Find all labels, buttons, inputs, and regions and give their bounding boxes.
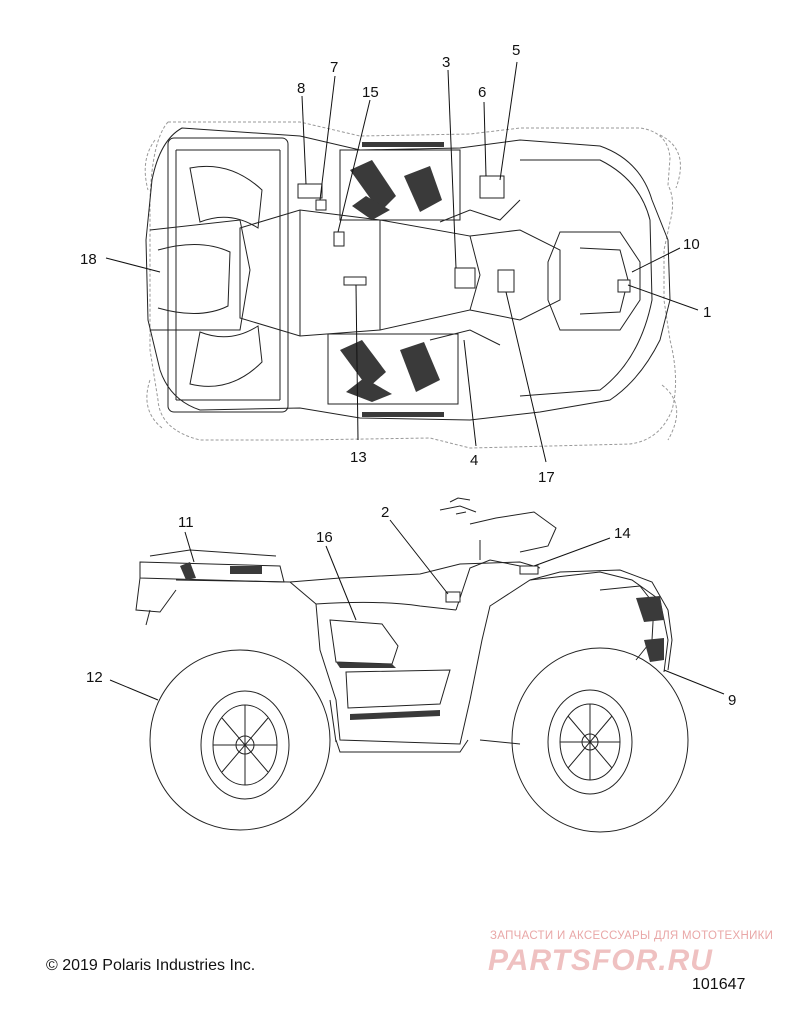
- side-view-vehicle: [135, 497, 689, 833]
- callout-11: 11: [178, 514, 194, 531]
- callout-1: 1: [703, 304, 711, 321]
- footwell-right: [327, 333, 459, 417]
- callout-6: 6: [478, 84, 486, 101]
- copyright-text: © 2019 Polaris Industries Inc.: [46, 957, 256, 974]
- callout-12: 12: [86, 669, 103, 686]
- callout-8: 8: [297, 80, 305, 97]
- callout-2: 2: [381, 504, 389, 521]
- watermark-logo: PARTSFOR.RU: [488, 944, 713, 977]
- decal-3: [454, 267, 476, 289]
- decal-2: [445, 591, 461, 603]
- callout-17: 17: [538, 469, 555, 486]
- callout-18: 18: [80, 251, 97, 268]
- callout-4: 4: [470, 452, 478, 469]
- decal-14: [519, 565, 539, 575]
- decal-17: [497, 269, 515, 293]
- front-wheel: [511, 647, 689, 833]
- callout-7: 7: [330, 59, 338, 76]
- top-view-vehicle: [144, 121, 681, 449]
- leader-lines: [105, 61, 725, 701]
- watermark-tagline: ЗАПЧАСТИ И АКСЕССУАРЫ ДЛЯ МОТОТЕХНИКИ: [490, 930, 774, 942]
- callout-14: 14: [614, 525, 631, 542]
- callout-10: 10: [683, 236, 700, 253]
- callout-3: 3: [442, 54, 450, 71]
- footwell-left: [339, 142, 461, 221]
- decal-1: [617, 279, 631, 293]
- svg-text:PARTSFOR.RU: PARTSFOR.RU: [488, 944, 713, 977]
- decal-15: [333, 231, 345, 247]
- callout-5: 5: [512, 42, 520, 59]
- rear-wheel: [149, 649, 331, 831]
- callout-numbers: 1 10 3 5 6 7 8 15 18 13 4 17 11 2 16 14 …: [80, 42, 736, 709]
- decal-8: [297, 183, 323, 199]
- callout-9: 9: [728, 692, 736, 709]
- decal-7: [315, 199, 327, 211]
- decal-13: [343, 276, 367, 286]
- callout-13: 13: [350, 449, 367, 466]
- decal-6: [479, 175, 505, 199]
- callout-16: 16: [316, 529, 333, 546]
- callout-15: 15: [362, 84, 379, 101]
- figure-number: 101647: [692, 976, 746, 993]
